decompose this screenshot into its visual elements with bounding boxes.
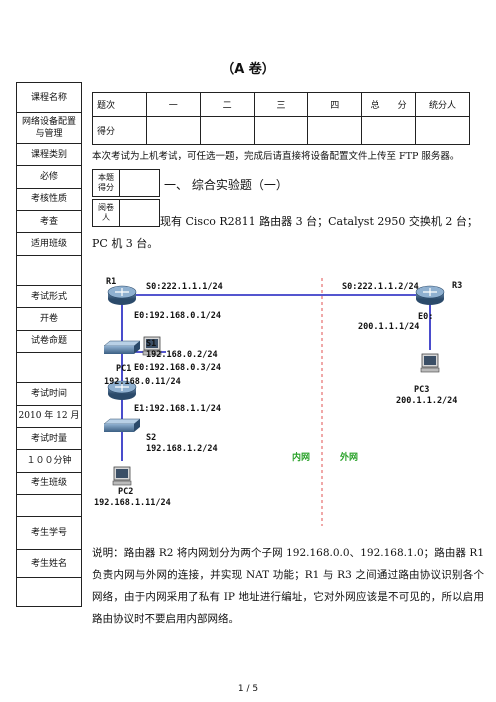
info-cell bbox=[16, 351, 82, 384]
s2-ip-label: 192.168.1.2/24 bbox=[146, 444, 218, 454]
question-score-box: 本题得分 bbox=[92, 169, 160, 197]
info-cell: 考试时间 bbox=[16, 382, 82, 406]
router-r3-icon bbox=[415, 285, 445, 305]
switch-s1-icon bbox=[103, 340, 141, 354]
exam-notice: 本次考试为上机考试，可任选一题，完成后请直接将设备配置文件上传至 FTP 服务器… bbox=[92, 151, 460, 162]
info-cell bbox=[16, 577, 82, 607]
info-cell: １００分钟 bbox=[16, 449, 82, 473]
info-cell: 适用班级 bbox=[16, 232, 82, 256]
switch-s2-icon bbox=[103, 418, 141, 432]
pc1-label: PC1 bbox=[116, 364, 131, 374]
info-cell: 考核性质 bbox=[16, 187, 82, 211]
info-cell: 考查 bbox=[16, 209, 82, 234]
score-header: 一 bbox=[145, 92, 201, 117]
info-cell: 网络设备配置与管理 bbox=[16, 112, 82, 144]
pc2-ip-label: 192.168.1.11/24 bbox=[94, 498, 171, 508]
r2-e1-label: E1:192.168.1.1/24 bbox=[134, 404, 221, 414]
r3-s0-label: S0:222.1.1.2/24 bbox=[342, 282, 419, 292]
pc1-icon bbox=[142, 336, 162, 356]
exam-title: （A 卷） bbox=[221, 62, 275, 77]
info-cell: 考试时量 bbox=[16, 427, 82, 451]
page-number: 1 / 5 bbox=[237, 684, 259, 694]
info-cell: 考生学号 bbox=[16, 516, 82, 550]
score-header: 统分人 bbox=[415, 92, 470, 117]
pc1-ip-label: 192.168.0.11/24 bbox=[104, 377, 181, 387]
info-cell: 2010 年 12 月 bbox=[16, 404, 82, 429]
network-topology-diagram: R1 S0:222.1.1.1/24 E0:192.168.0.1/24 S0:… bbox=[94, 277, 462, 526]
pc3-icon bbox=[420, 353, 440, 373]
course-info-table: 课程名称 网络设备配置与管理 课程类别 必修 考核性质 考查 适用班级 考试形式… bbox=[16, 81, 82, 607]
score-cell bbox=[361, 116, 417, 145]
pc3-label: PC3 bbox=[414, 385, 429, 395]
score-row-label: 得分 bbox=[92, 116, 147, 145]
info-cell bbox=[16, 254, 82, 287]
score-header: 二 bbox=[199, 92, 255, 117]
info-cell: 必修 bbox=[16, 165, 82, 189]
s1-label: S1 bbox=[146, 339, 156, 349]
info-cell: 考生班级 bbox=[16, 471, 82, 496]
reviewer-box-blank bbox=[119, 199, 160, 227]
info-cell: 课程名称 bbox=[16, 81, 82, 114]
score-cell bbox=[253, 116, 309, 145]
reviewer-box: 阅卷人 bbox=[92, 199, 160, 227]
r1-e0-label: E0:192.168.0.1/24 bbox=[134, 311, 221, 321]
score-header: 题次 bbox=[92, 92, 147, 117]
info-cell: 考试形式 bbox=[16, 284, 82, 309]
score-cell bbox=[415, 116, 470, 145]
intro-text: 现有 Cisco R2811 路由器 3 台；Catalyst 2950 交换机… bbox=[92, 215, 478, 250]
info-cell: 开卷 bbox=[16, 307, 82, 331]
router-r2-icon bbox=[107, 380, 137, 400]
info-cell: 考生姓名 bbox=[16, 548, 82, 579]
r3-e0-ip-label: 200.1.1.1/24 bbox=[358, 322, 419, 332]
r3-label: R3 bbox=[452, 281, 462, 291]
r1-s0-label: S0:222.1.1.1/24 bbox=[146, 282, 223, 292]
score-cell bbox=[307, 116, 363, 145]
section-heading: 一、 综合实验题（一） bbox=[164, 178, 288, 192]
score-table: 题次 一 二 三 四 总 分 统分人 得分 bbox=[92, 92, 470, 145]
reviewer-box-label: 阅卷人 bbox=[92, 199, 120, 227]
r1-label: R1 bbox=[106, 277, 116, 287]
inner-network-label: 内网 bbox=[292, 451, 310, 463]
description-text: 说明：路由器 R2 将内网划分为两个子网 192.168.0.0、192.168… bbox=[92, 547, 484, 625]
info-cell: 课程类别 bbox=[16, 142, 82, 167]
score-cell bbox=[199, 116, 255, 145]
score-box-blank bbox=[119, 169, 160, 197]
pc2-label: PC2 bbox=[118, 487, 133, 497]
router-r1-icon bbox=[107, 285, 137, 305]
info-cell bbox=[16, 494, 82, 518]
score-box-label: 本题得分 bbox=[92, 169, 120, 197]
score-header: 总 分 bbox=[361, 92, 417, 117]
score-header: 四 bbox=[307, 92, 363, 117]
s2-label: S2 bbox=[146, 433, 156, 443]
outer-network-label: 外网 bbox=[339, 451, 358, 463]
pc3-ip-label: 200.1.1.2/24 bbox=[396, 396, 457, 406]
r2-e0-label: E0:192.168.0.3/24 bbox=[134, 363, 221, 373]
score-cell bbox=[145, 116, 201, 145]
r3-e0-label: E0: bbox=[418, 312, 433, 322]
pc2-icon bbox=[112, 466, 132, 486]
info-cell: 试卷命题 bbox=[16, 329, 82, 353]
s1-ip-label: 192.168.0.2/24 bbox=[146, 350, 218, 360]
score-header: 三 bbox=[253, 92, 309, 117]
